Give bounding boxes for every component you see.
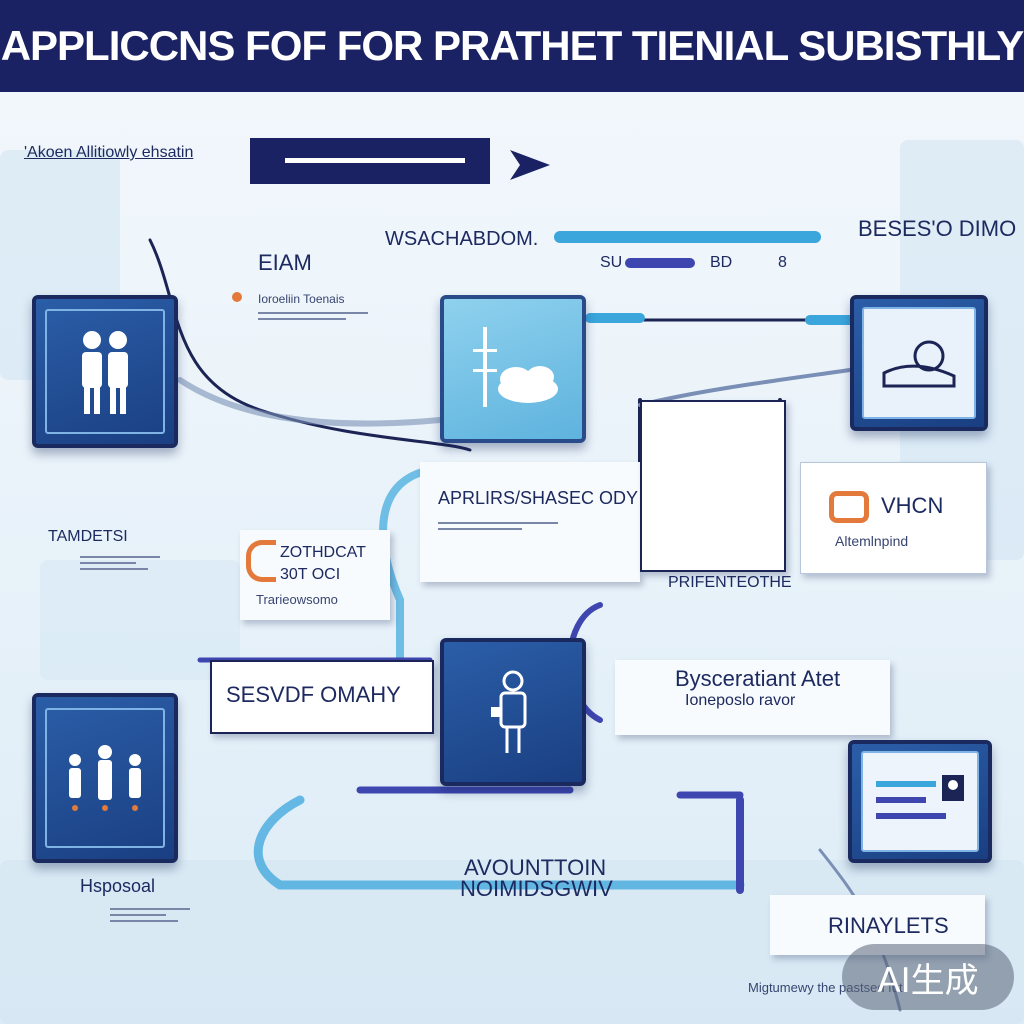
- left-mid-card-title: ZOTHDCAT: [280, 544, 366, 561]
- people-pair-tile[interactable]: [32, 295, 178, 448]
- mid-right-card[interactable]: Bysceratiant Atet Ioneposlo ravor: [615, 660, 890, 735]
- group-people-icon: [69, 744, 141, 811]
- right-frame-card[interactable]: [640, 400, 786, 572]
- mid-right-title: Bysceratiant Atet: [675, 666, 841, 691]
- mid-left-card[interactable]: SESVDF OMAHY: [210, 660, 434, 734]
- center-card-title: APRLIRS/SHASEC ODY: [438, 488, 639, 508]
- bottom-center-b: NOIMIDSGWIV: [460, 876, 613, 901]
- small-strip-label: SU: [600, 254, 623, 271]
- mid-right-sub: Ioneposlo ravor: [685, 692, 796, 709]
- arrow-icon: [510, 150, 550, 180]
- page-title: APPLICCNS FOF FOR PRATHET TIENIAL SUBIST…: [0, 0, 1024, 92]
- right-card-footer: PRIFENTEOTHE: [668, 574, 792, 591]
- ai-generated-badge: AI生成: [842, 944, 1014, 1010]
- tag-icon: [829, 491, 869, 523]
- bracket-icon: [246, 540, 276, 582]
- group-people-tile[interactable]: [32, 693, 178, 863]
- small-strip-label-c: 8: [778, 254, 787, 271]
- bottom-left-label: Hsposoal: [80, 876, 156, 896]
- bottom-center-a: AVOUNTTOIN: [464, 855, 607, 880]
- small-strip-label-b: BD: [710, 254, 733, 271]
- left-sub: Ioroeliin Toenais: [258, 292, 345, 306]
- right-card-title: VHCN: [881, 493, 944, 518]
- dashboard-icon: [875, 774, 964, 819]
- dashboard-tile[interactable]: [848, 740, 992, 863]
- sleeping-person-tile[interactable]: [850, 295, 988, 431]
- left-mid-card-sub: 30T OCI: [280, 566, 341, 583]
- person-icon: [491, 670, 527, 753]
- bottom-right-label: RINAYLETS: [828, 913, 949, 938]
- top-left-caption: 'Akoen Allitiowly ehsatin: [24, 144, 194, 161]
- top-dark-bar: [250, 138, 490, 184]
- right-card-sub: Altemlnpind: [835, 533, 909, 549]
- left-heading: EIAM: [258, 250, 312, 275]
- person-tile[interactable]: [440, 638, 586, 786]
- left-text-lines: [258, 308, 368, 324]
- dot-icon: [232, 292, 242, 302]
- cloud-chart-tile[interactable]: [440, 295, 586, 443]
- people-pair-icon: [82, 331, 128, 415]
- left-mid-heading: TAMDETSI: [48, 528, 128, 545]
- mid-left-card-label: SESVDF OMAHY: [226, 682, 401, 707]
- top-right-label: BESES'O DIMO: [858, 216, 1017, 241]
- center-card[interactable]: APRLIRS/SHASEC ODY: [420, 462, 640, 582]
- left-mid-card-sub2: Trarieowsomo: [256, 592, 338, 607]
- cloud-chart-icon: [473, 327, 558, 407]
- sleeping-person-icon: [882, 340, 956, 388]
- right-info-card[interactable]: VHCN Altemlnpind: [800, 462, 987, 574]
- top-center-strip-label: WSACHABDOM.: [385, 228, 539, 250]
- left-mid-card[interactable]: ZOTHDCAT 30T OCI Trarieowsomo: [240, 530, 390, 620]
